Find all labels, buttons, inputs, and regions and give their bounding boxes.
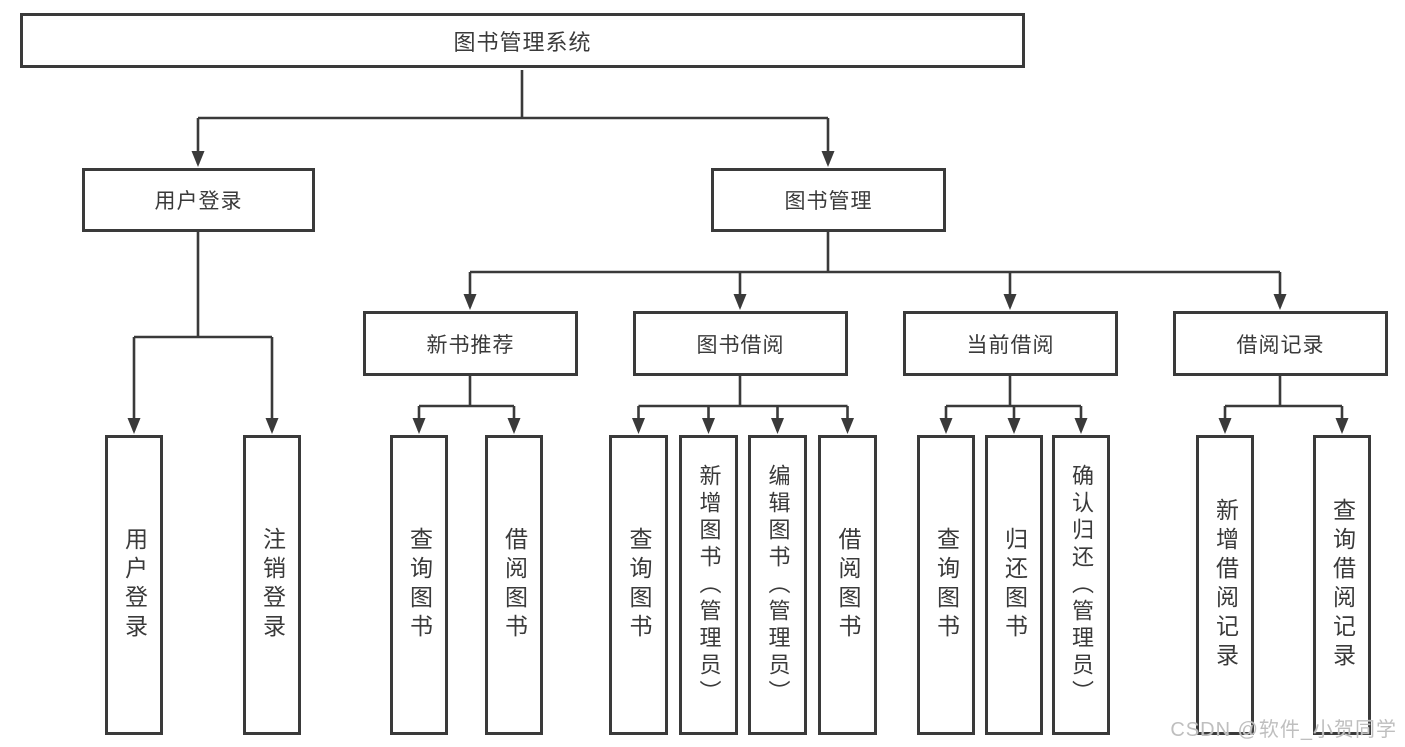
leaf-query-borrow-record: 查询借阅记录 — [1313, 435, 1371, 735]
leaf-edit-books-admin: 编辑图书（管理员） — [748, 435, 807, 735]
leaf-user-login: 用户登录 — [105, 435, 163, 735]
leaf-logout: 注销登录 — [243, 435, 301, 735]
leaf-return-books: 归还图书 — [985, 435, 1043, 735]
leaf-query-books-newbook: 查询图书 — [390, 435, 448, 735]
node-user-login: 用户登录 — [82, 168, 315, 232]
leaf-query-books-current: 查询图书 — [917, 435, 975, 735]
csdn-watermark: CSDN @软件_小贺同学 — [1170, 719, 1397, 741]
node-borrowing-records: 借阅记录 — [1173, 311, 1388, 376]
node-current-borrowing: 当前借阅 — [903, 311, 1118, 376]
leaf-borrow-books-borrowing: 借阅图书 — [818, 435, 877, 735]
leaf-add-books-admin: 新增图书（管理员） — [679, 435, 738, 735]
node-new-book-recommendation: 新书推荐 — [363, 311, 578, 376]
leaf-add-borrow-record: 新增借阅记录 — [1196, 435, 1254, 735]
node-book-borrowing: 图书借阅 — [633, 311, 848, 376]
node-book-management: 图书管理 — [711, 168, 946, 232]
node-library-management-system: 图书管理系统 — [20, 13, 1025, 68]
leaf-query-books-borrowing: 查询图书 — [609, 435, 668, 735]
leaf-borrow-books-newbook: 借阅图书 — [485, 435, 543, 735]
leaf-confirm-return-admin: 确认归还（管理员） — [1052, 435, 1110, 735]
